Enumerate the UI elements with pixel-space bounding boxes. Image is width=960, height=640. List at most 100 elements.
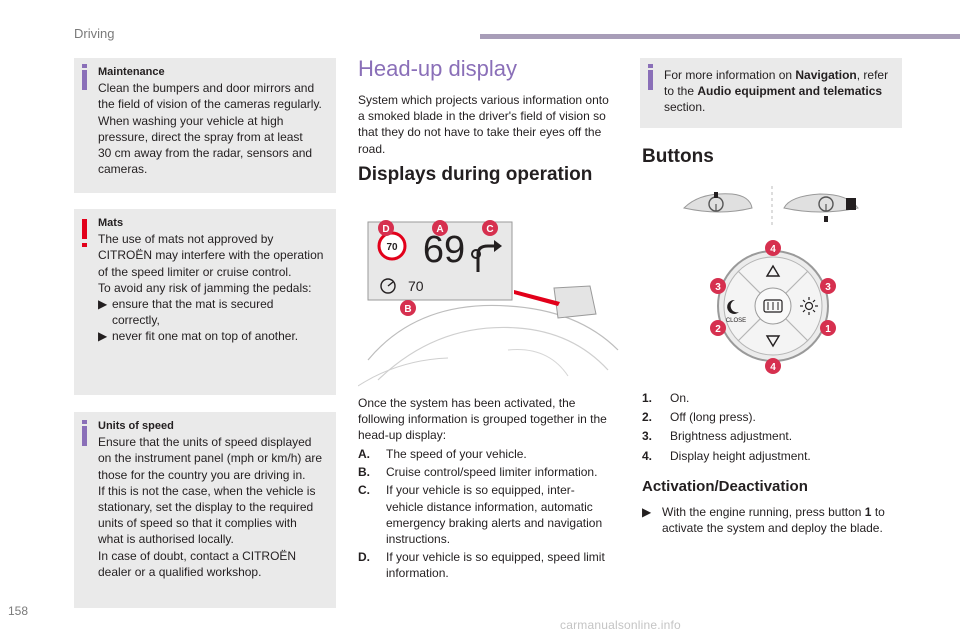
steering-wheel-right — [783, 193, 859, 213]
list-item: C. If your vehicle is so equipped, inter… — [358, 482, 622, 547]
steering-wheel-left — [683, 193, 753, 213]
mats-line: To avoid any risk of jamming the pedals: — [98, 280, 312, 295]
callout-label: 4 — [770, 362, 776, 373]
units-line: those for the country you are driving in… — [98, 467, 306, 482]
item-text: information. — [386, 566, 449, 581]
units-line: units of speed so that it complies with — [98, 516, 297, 531]
navigation-link: Navigation — [795, 68, 857, 82]
callout-b — [400, 300, 416, 316]
callout-d-label: D — [382, 224, 389, 235]
mats-bullet: ▶ never fit one mat on top of another. — [98, 328, 328, 344]
mats-line: of the speed limiter or cruise control. — [98, 264, 292, 279]
once-line: following information is grouped togethe… — [358, 412, 607, 427]
callout-label: 2 — [715, 324, 721, 335]
callout-c-label: C — [486, 224, 493, 235]
item-key: 1. — [642, 391, 653, 405]
steering-wheels-illustration — [683, 186, 859, 226]
item-key: B. — [358, 465, 370, 480]
once-line: head-up display: — [358, 428, 447, 443]
list-item: A. The speed of your vehicle. — [358, 446, 622, 462]
callout-d — [378, 220, 394, 236]
brightness-icon — [804, 301, 814, 311]
navigation-arrow-icon — [471, 249, 481, 259]
dashboard-outline — [507, 349, 569, 377]
maintenance-box: Maintenance Clean the bumpers and door m… — [74, 58, 336, 193]
list-item: 3. Brightness adjustment. — [642, 428, 904, 444]
units-title: Units of speed — [98, 420, 174, 432]
intro-line: System which projects various informatio… — [358, 93, 609, 107]
hud-blade — [553, 285, 597, 319]
info-icon — [648, 64, 653, 90]
page-title: Head-up display — [358, 56, 517, 81]
callout-3-right — [820, 278, 836, 294]
navigation-arrow-icon — [494, 240, 502, 252]
mats-box: Mats The use of mats not approved by CIT… — [74, 209, 336, 395]
item-key: 3. — [642, 429, 653, 444]
bullet-text: correctly, — [112, 313, 160, 328]
activation-text: ▶ With the engine running, press button … — [642, 504, 904, 536]
audio-link: Audio equipment and telematics — [697, 84, 883, 99]
maintenance-title: Maintenance — [98, 66, 165, 78]
displays-heading: Displays during operation — [358, 164, 593, 185]
item-text: If your vehicle is so equipped, inter- — [386, 483, 575, 498]
info-icon — [82, 64, 87, 90]
maintenance-line: cameras. — [98, 162, 148, 177]
hud-control-pad: CLOSE 4 3 3 2 1 4 — [710, 240, 836, 374]
item-text: If your vehicle is so equipped, speed li… — [386, 550, 605, 565]
units-line: If this is not the case, when the vehicl… — [98, 483, 316, 498]
warning-icon — [82, 219, 87, 247]
item-text: Cruise control/speed limiter information… — [386, 465, 598, 480]
bullet-symbol: ▶ — [98, 329, 108, 344]
button-ref: 1 — [864, 505, 872, 519]
dashboard-outline — [377, 326, 609, 381]
item-text: On. — [670, 391, 690, 405]
callout-label: 1 — [825, 324, 831, 335]
info-icon — [82, 420, 87, 446]
units-box: Units of speed Ensure that the units of … — [74, 412, 336, 608]
units-line: stationary, set the display to the requi… — [98, 500, 314, 515]
activation-line: activate the system and deploy the blade… — [662, 521, 883, 536]
intro-line: road. — [358, 141, 386, 156]
activation-text-part: to — [871, 505, 885, 519]
callout-a-label: A — [436, 224, 443, 235]
page-number: 158 — [8, 604, 29, 618]
item-key: 4. — [642, 448, 653, 463]
intro-text: System which projects various informatio… — [358, 92, 620, 157]
item-text: The speed of your vehicle. — [386, 447, 527, 461]
units-line: Ensure that the units of speed displayed — [98, 435, 312, 450]
mats-line: CITROËN may interfere with the operation — [98, 248, 324, 263]
header-bar — [480, 34, 960, 39]
cruise-value: 70 — [408, 278, 424, 294]
info-list: A. The speed of your vehicle. B. Cruise … — [358, 446, 622, 584]
height-down-button — [765, 335, 781, 348]
list-item: D. If your vehicle is so equipped, speed… — [358, 549, 622, 581]
speedometer-icon — [380, 278, 396, 294]
units-line: what is authorised locally. — [98, 532, 234, 547]
dashboard-outline — [367, 304, 619, 361]
bullet-symbol: ▶ — [642, 505, 652, 519]
item-text: emergency braking alerts and navigation — [386, 515, 603, 530]
buttons-heading: Buttons — [642, 146, 714, 167]
navigation-arrow-icon — [476, 244, 496, 272]
bullet-text: never fit one mat on top of another. — [112, 329, 299, 344]
mats-title: Mats — [98, 217, 124, 229]
callout-1 — [820, 320, 836, 336]
units-line: dealer or a qualified workshop. — [98, 564, 262, 579]
intro-line: a smoked blade in the driver's field of … — [358, 109, 606, 124]
list-item: 4. Display height adjustment. — [642, 448, 904, 464]
height-up-button — [765, 264, 781, 277]
item-text: Brightness adjustment. — [670, 429, 793, 444]
callout-b-label: B — [404, 304, 411, 315]
item-key: D. — [358, 550, 370, 565]
callout-3-left — [710, 278, 726, 294]
activation-heading: Activation/Deactivation — [642, 478, 808, 495]
button-list: 1. On. 2. Off (long press). 3. Brightnes… — [642, 390, 904, 467]
units-line: on the instrument panel (mph or km/h) ar… — [98, 451, 323, 466]
watermark: carmanualsonline.info — [560, 618, 681, 632]
activation-text-part: With the engine running, press button — [662, 505, 865, 519]
section-tag: Driving — [74, 26, 115, 41]
info-text: to the — [664, 84, 698, 99]
list-item: 2. Off (long press). — [642, 409, 904, 425]
info-text: , refer — [856, 68, 889, 82]
maintenance-line: 30 cm away from the radar, sensors and — [98, 146, 313, 161]
